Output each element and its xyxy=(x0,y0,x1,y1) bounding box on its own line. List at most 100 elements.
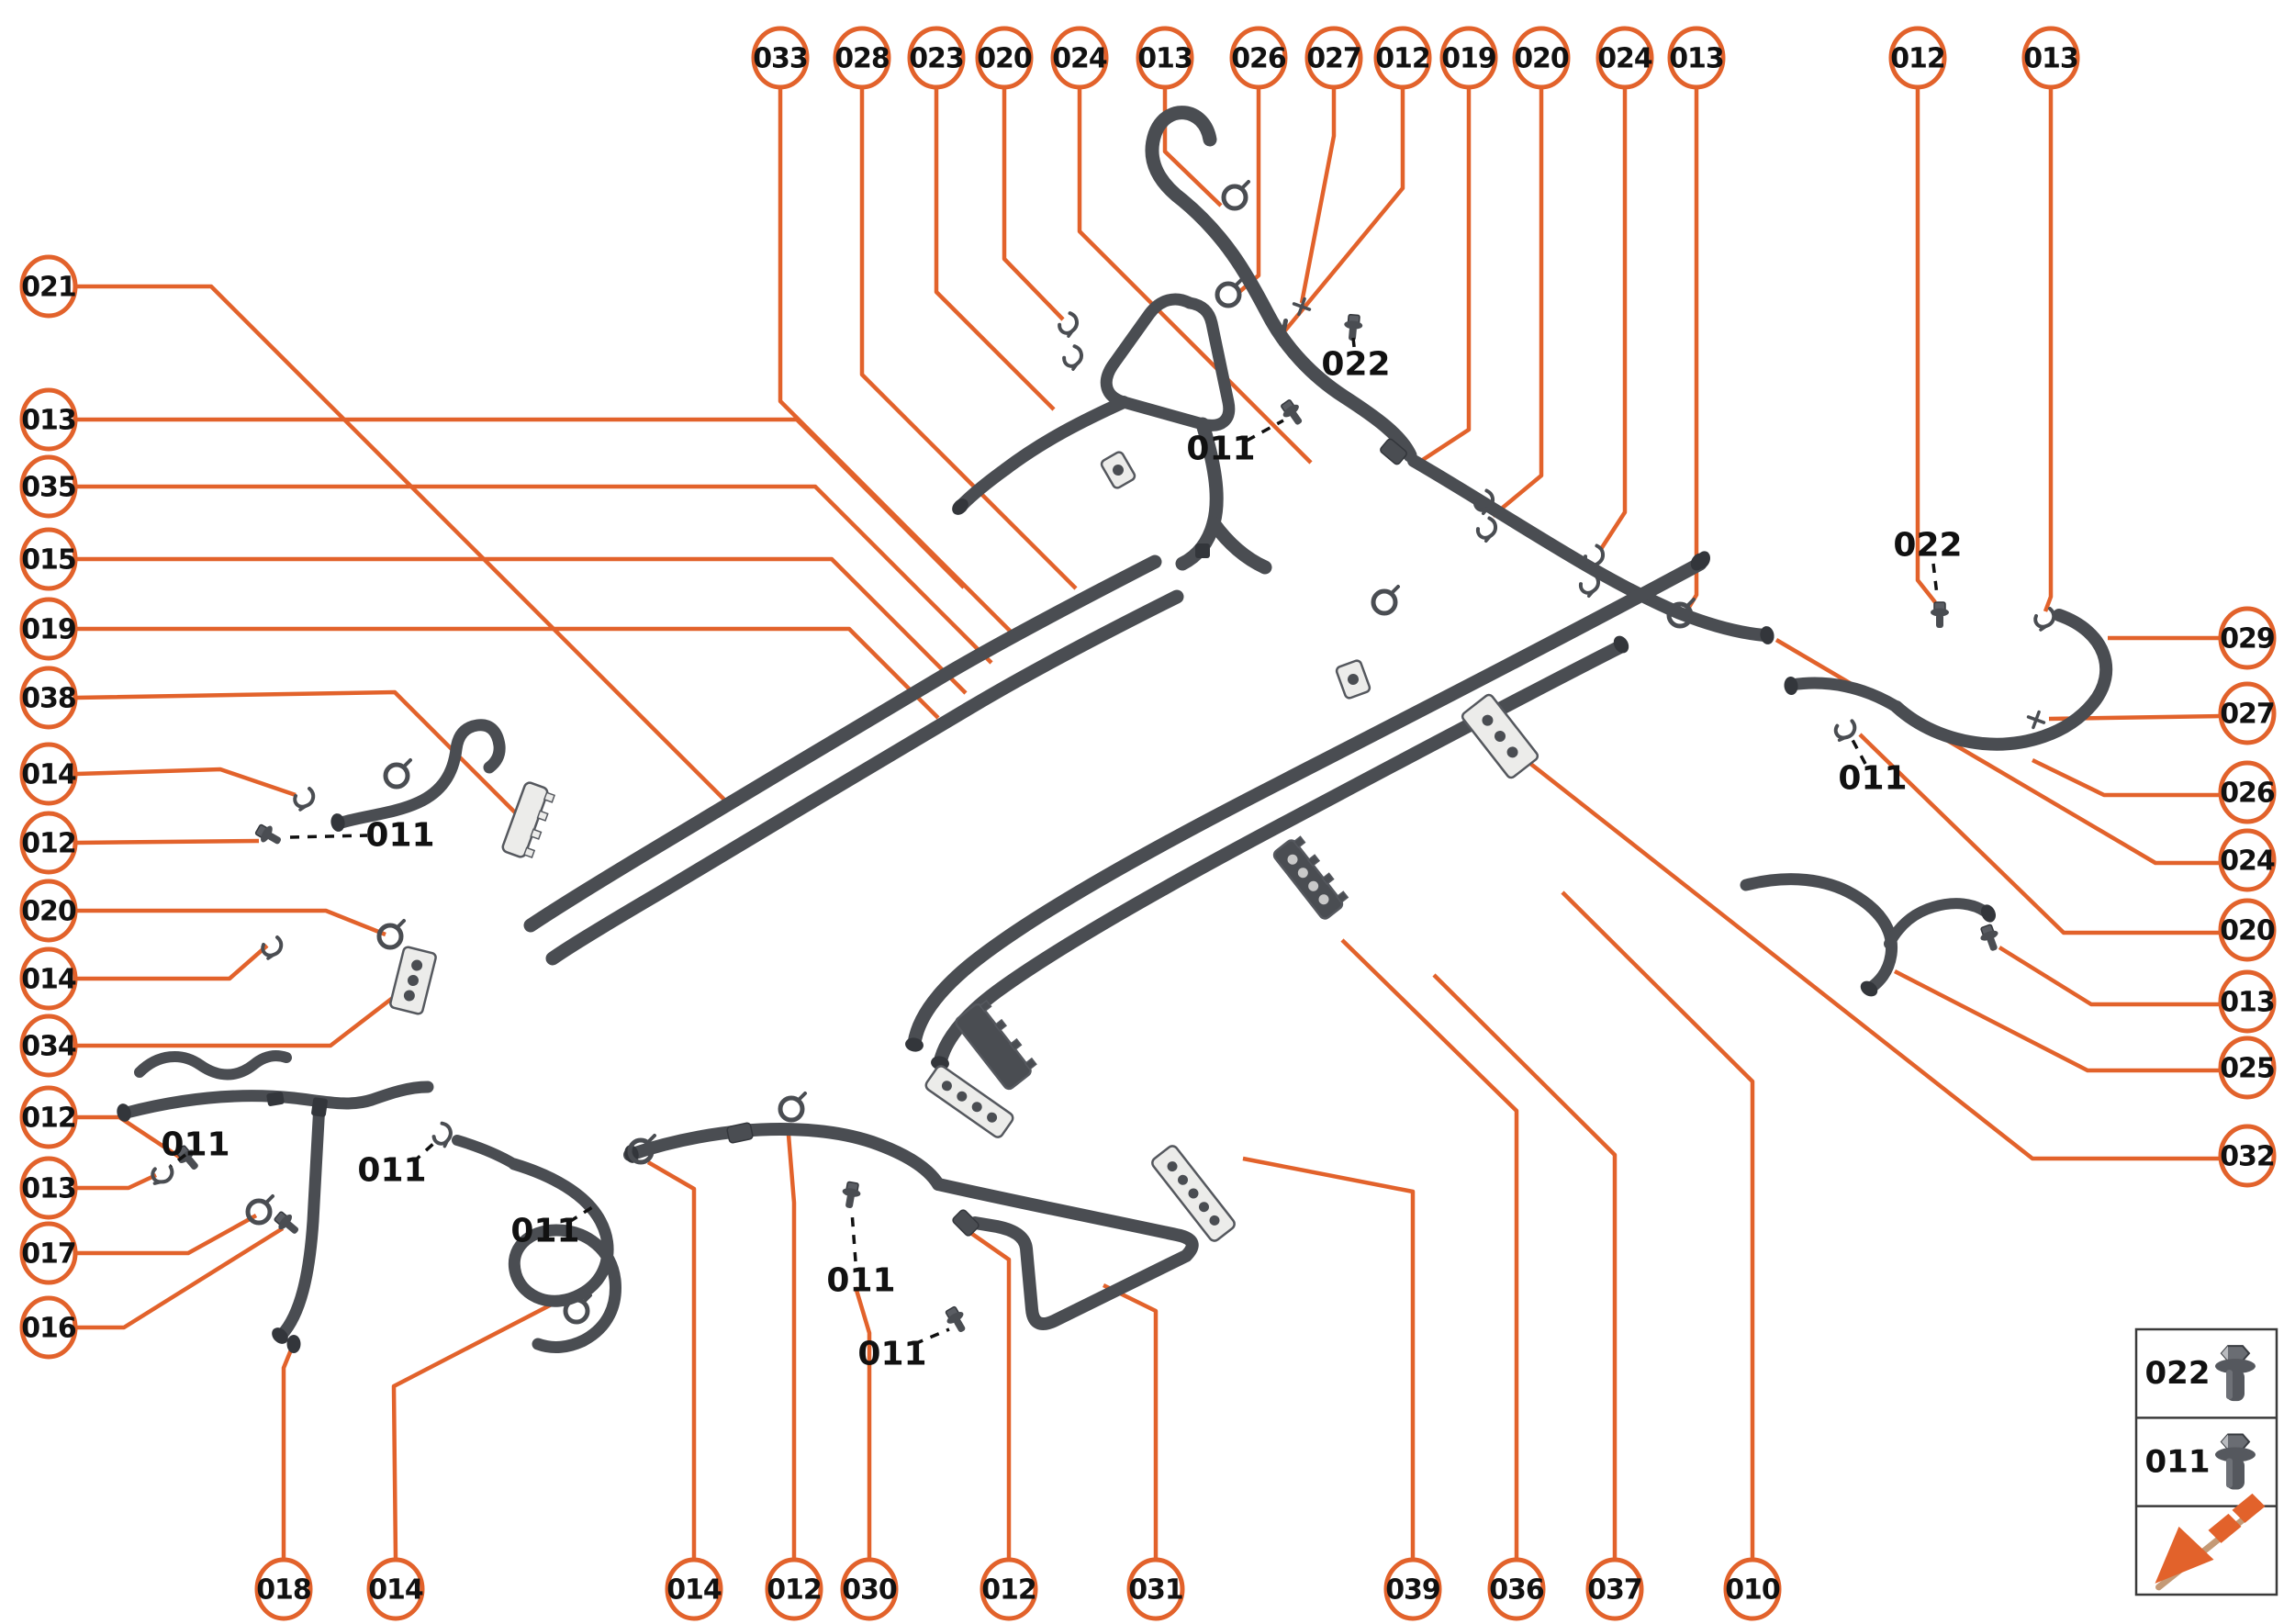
callout-014[interactable]: 014 xyxy=(19,742,78,806)
callout-012[interactable]: 012 xyxy=(765,1557,823,1621)
hose-path xyxy=(545,589,1184,966)
hose-path xyxy=(1206,516,1272,575)
callout-014[interactable]: 014 xyxy=(19,946,78,1011)
hose-end-cap xyxy=(1613,635,1629,654)
leader-line xyxy=(934,87,1056,411)
callout-number: 024 xyxy=(2220,846,2275,878)
callout-013[interactable]: 013 xyxy=(19,387,78,452)
leader-line xyxy=(76,556,968,695)
callout-019[interactable]: 019 xyxy=(19,597,78,661)
callout-number: 017 xyxy=(21,1238,76,1271)
pipe-guide-strip xyxy=(1151,1145,1236,1242)
callout-032[interactable]: 032 xyxy=(2218,1124,2277,1188)
leader-line xyxy=(1414,87,1472,466)
callout-027[interactable]: 027 xyxy=(2218,681,2277,745)
callout-028[interactable]: 028 xyxy=(833,26,891,90)
callout-circle xyxy=(1304,26,1363,90)
callout-circle xyxy=(19,666,78,730)
callout-020[interactable]: 020 xyxy=(19,879,78,943)
callout-number: 027 xyxy=(2220,699,2275,731)
retaining-clip-icon xyxy=(1583,543,1606,571)
legend-row-022: 022 xyxy=(2145,1345,2256,1402)
callout-033[interactable]: 033 xyxy=(751,26,810,90)
callout-023[interactable]: 023 xyxy=(907,26,966,90)
callout-037[interactable]: 037 xyxy=(1585,1557,1644,1621)
callout-number: 037 xyxy=(1587,1574,1642,1607)
callout-020[interactable]: 020 xyxy=(2218,898,2277,962)
callout-035[interactable]: 035 xyxy=(19,454,78,519)
callout-027[interactable]: 027 xyxy=(1304,26,1363,90)
callout-017[interactable]: 017 xyxy=(19,1221,78,1285)
legend-label: 022 xyxy=(2145,1355,2211,1392)
page-back-arrow-icon[interactable] xyxy=(2155,1493,2266,1591)
callout-012[interactable]: 012 xyxy=(19,811,78,875)
callout-026[interactable]: 026 xyxy=(1229,26,1288,90)
legend-layer: 022 011 xyxy=(2134,1327,2278,1596)
clamp-ring-icon xyxy=(1371,585,1400,616)
leader-line xyxy=(76,986,408,1048)
leader-line xyxy=(75,689,521,819)
callout-012[interactable]: 012 xyxy=(1373,26,1432,90)
hose-path xyxy=(1884,898,1992,949)
callout-circle xyxy=(19,254,78,319)
part-label-022: 022 xyxy=(1321,346,1390,384)
callout-039[interactable]: 039 xyxy=(1383,1557,1442,1621)
callout-013[interactable]: 013 xyxy=(2021,26,2080,90)
pipe-guide-strip xyxy=(924,1065,1014,1138)
callout-016[interactable]: 016 xyxy=(19,1295,78,1360)
callout-013[interactable]: 013 xyxy=(2218,969,2277,1034)
leader-line xyxy=(76,484,993,665)
callout-circle xyxy=(2218,828,2277,892)
bolt-icon xyxy=(2215,1433,2256,1490)
callout-012[interactable]: 012 xyxy=(19,1085,78,1149)
clamp-ring-icon xyxy=(563,1294,592,1325)
callout-021[interactable]: 021 xyxy=(19,254,78,319)
callout-012[interactable]: 012 xyxy=(980,1557,1038,1621)
bolt-icon xyxy=(254,823,282,845)
callout-018[interactable]: 018 xyxy=(254,1557,313,1621)
retaining-clip-icon xyxy=(1578,571,1601,599)
callout-012[interactable]: 012 xyxy=(1888,26,1947,90)
callout-036[interactable]: 036 xyxy=(1487,1557,1546,1621)
callout-024[interactable]: 024 xyxy=(2218,828,2277,892)
callout-030[interactable]: 030 xyxy=(840,1557,899,1621)
leader-line xyxy=(1491,87,1544,518)
callout-019[interactable]: 019 xyxy=(1439,26,1498,90)
callout-014[interactable]: 014 xyxy=(366,1557,425,1621)
hose-coupler-icon xyxy=(726,1122,754,1144)
leader-line xyxy=(76,1172,157,1191)
callout-number: 019 xyxy=(21,614,76,646)
clamp-ring-icon xyxy=(778,1092,807,1123)
label-dash-leader xyxy=(289,834,368,839)
bolt-icon xyxy=(1344,313,1363,342)
callout-013[interactable]: 013 xyxy=(1667,26,1726,90)
leader-line xyxy=(1684,87,1699,615)
callout-034[interactable]: 034 xyxy=(19,1014,78,1078)
callout-025[interactable]: 025 xyxy=(2218,1036,2277,1100)
callout-circle xyxy=(2218,1036,2277,1100)
callout-031[interactable]: 031 xyxy=(1126,1557,1185,1621)
callout-circle xyxy=(975,26,1034,90)
legend-row-011: 011 xyxy=(2145,1433,2256,1490)
callout-013[interactable]: 013 xyxy=(1136,26,1194,90)
hose-path xyxy=(1786,677,1903,713)
callout-020[interactable]: 020 xyxy=(1512,26,1571,90)
callout-020[interactable]: 020 xyxy=(975,26,1034,90)
callout-014[interactable]: 014 xyxy=(665,1557,723,1621)
callout-number: 030 xyxy=(842,1574,897,1607)
callout-024[interactable]: 024 xyxy=(1595,26,1654,90)
hose-end-cap xyxy=(905,1037,924,1052)
hose-end-cap xyxy=(1860,980,1878,997)
hose-end-cap xyxy=(272,1327,288,1344)
callout-026[interactable]: 026 xyxy=(2218,760,2277,824)
callout-010[interactable]: 010 xyxy=(1723,1557,1782,1621)
callout-013[interactable]: 013 xyxy=(19,1156,78,1220)
callout-015[interactable]: 015 xyxy=(19,527,78,591)
callout-number: 020 xyxy=(2220,915,2275,947)
callout-038[interactable]: 038 xyxy=(19,666,78,730)
callout-029[interactable]: 029 xyxy=(2218,606,2277,670)
part-label-011: 011 xyxy=(357,1152,426,1190)
part-label-011: 011 xyxy=(1838,760,1907,798)
callout-circle xyxy=(2218,606,2277,670)
callout-024[interactable]: 024 xyxy=(1050,26,1109,90)
